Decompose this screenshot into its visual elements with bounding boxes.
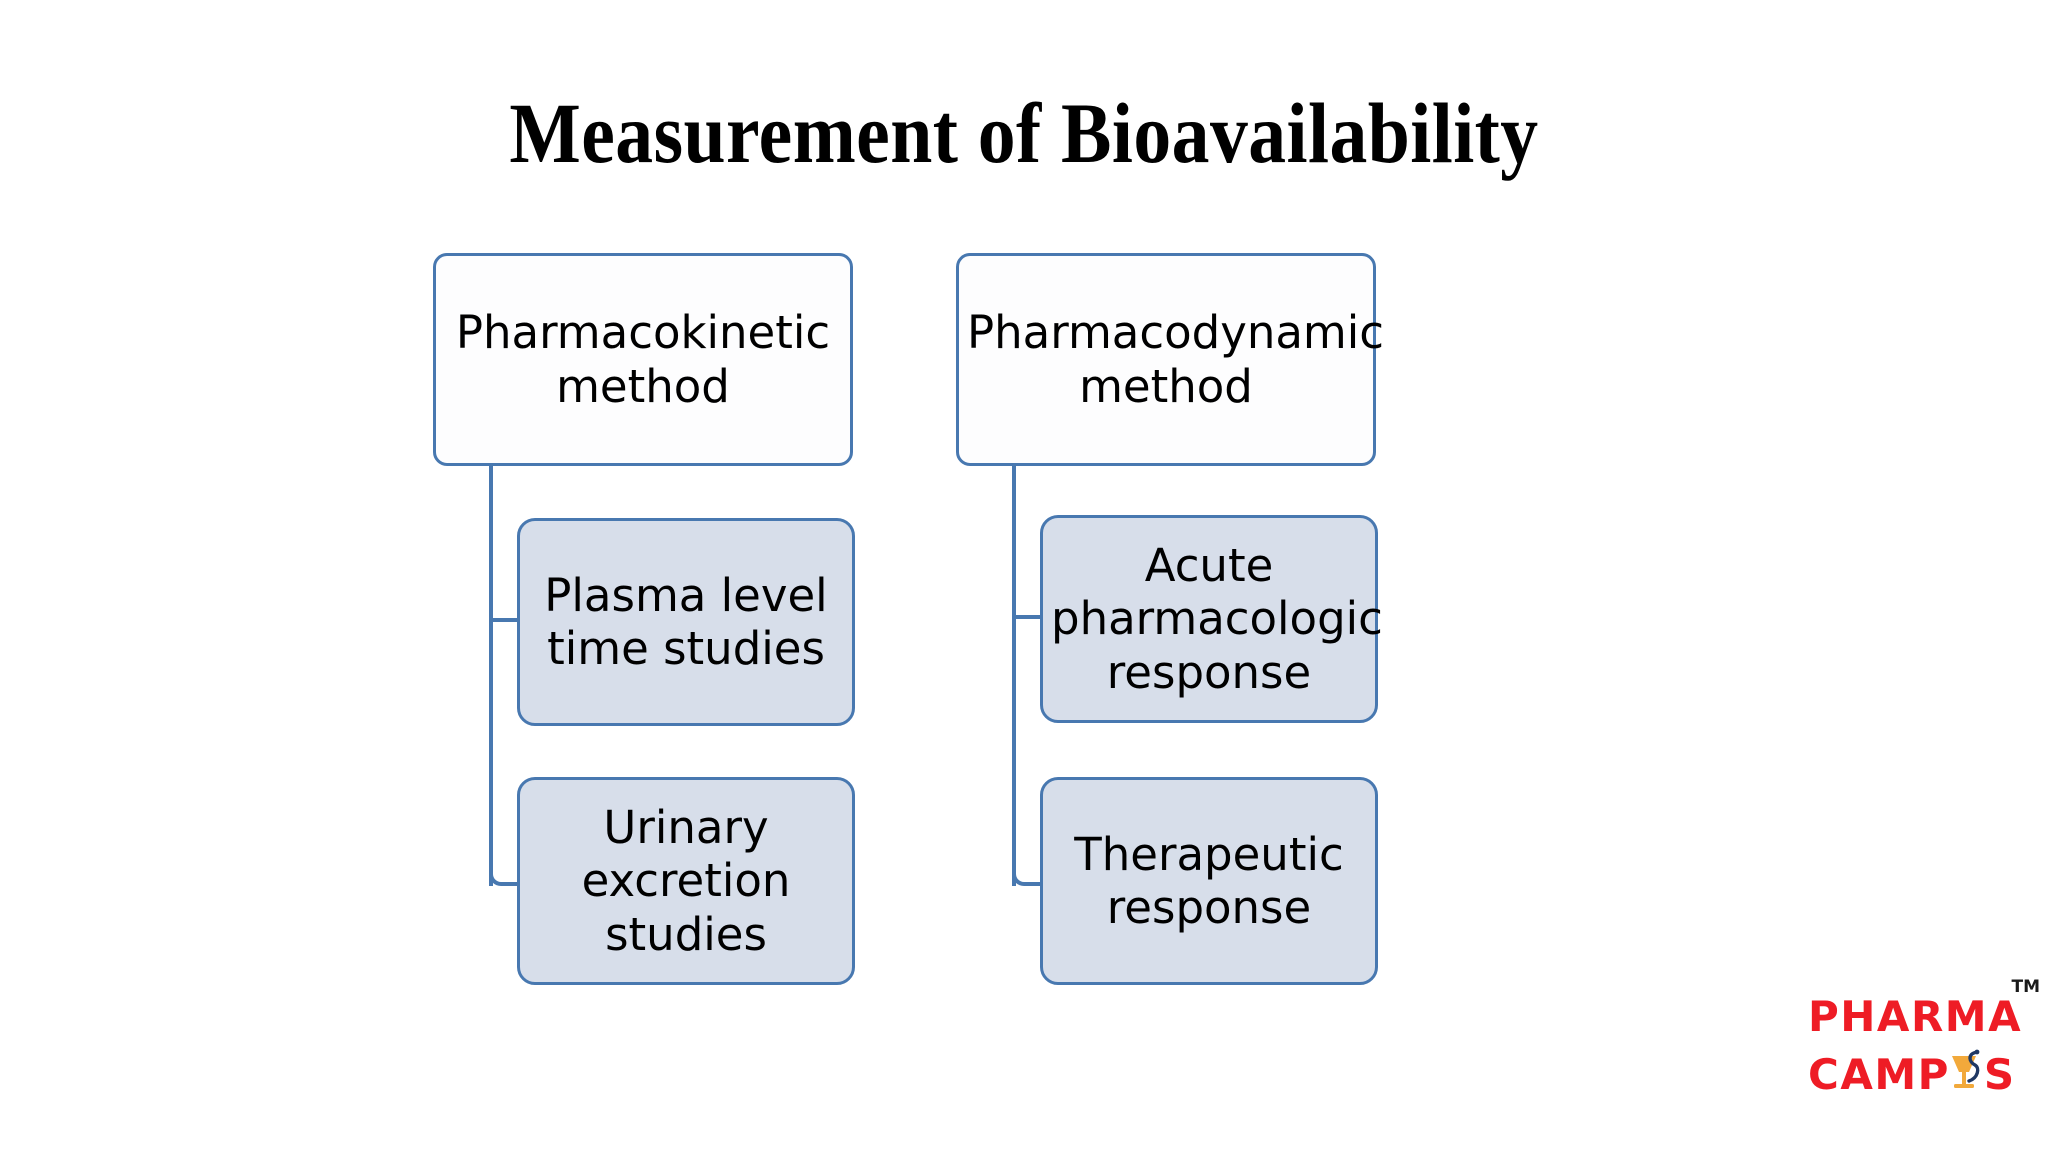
node-label: Plasma level time studies [544, 568, 828, 675]
connector-left-trunk [489, 466, 493, 886]
bowl-of-hygieia-icon [1952, 1049, 1980, 1088]
node-label: Acute pharmacologic response [1051, 539, 1383, 699]
pharmacampus-logo: PHARMA TM CAMP S [1808, 977, 2040, 1118]
node-therapeutic-response[interactable]: Therapeutic response [1040, 777, 1378, 985]
logo-camp-text: CAMP [1808, 1049, 1950, 1099]
node-pharmacodynamic-method[interactable]: Pharmacodynamic method [956, 253, 1384, 466]
node-pharmacokinetic-method[interactable]: Pharmacokinetic method [433, 253, 853, 466]
node-plasma-level-time-studies[interactable]: Plasma level time studies [517, 518, 855, 726]
node-label: Pharmacodynamic method [967, 306, 1384, 413]
connector-right-to-therapeutic [1012, 760, 1046, 886]
node-label: Therapeutic response [1074, 827, 1344, 934]
connector-right-trunk [1012, 466, 1016, 886]
node-acute-pharmacologic-response[interactable]: Acute pharmacologic response [1040, 515, 1383, 723]
connector-right-to-acute [1012, 615, 1044, 619]
connector-left-to-plasma [489, 618, 521, 622]
trademark-icon: TM [2011, 977, 2040, 997]
node-urinary-excretion-studies[interactable]: Urinary excretion studies [517, 777, 855, 985]
logo-pharma-text: PHARMA [1808, 992, 2023, 1041]
logo-line-pharma: PHARMA TM [1808, 977, 2040, 1046]
node-label: Pharmacokinetic method [455, 306, 831, 413]
node-label: Urinary excretion studies [581, 801, 791, 961]
page-title: Measurement of Bioavailability [509, 85, 1539, 181]
logo-s-text: S [1983, 1049, 2016, 1099]
logo-line-campus: CAMP S [1808, 1046, 2038, 1104]
connector-left-to-urinary [489, 760, 523, 886]
